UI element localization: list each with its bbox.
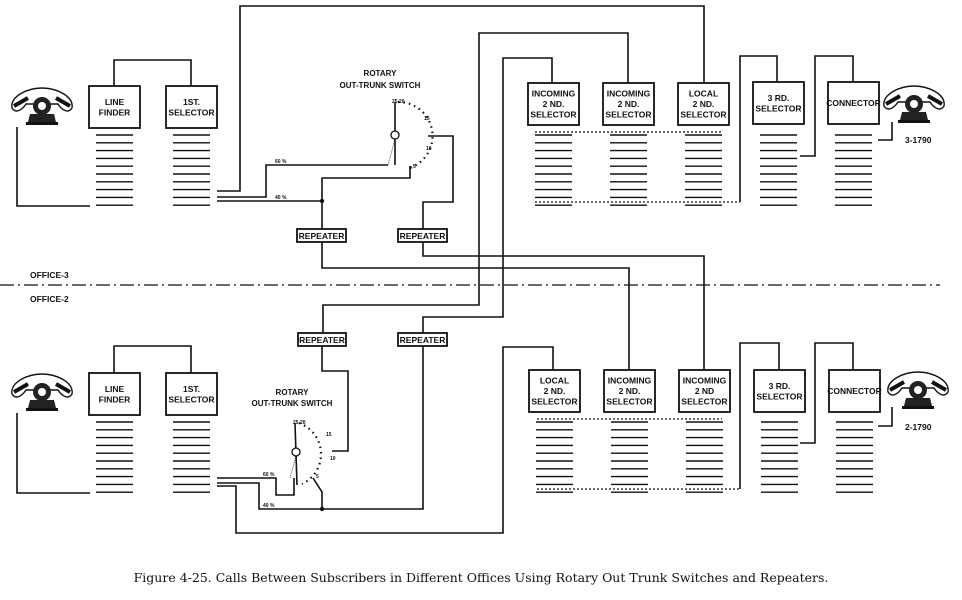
box-label: INCOMING [607, 89, 651, 99]
box-label: SELECTOR [531, 397, 577, 407]
box-label: SELECTOR [681, 397, 727, 407]
telephone-icon [9, 86, 75, 127]
box-label: 2 ND. [619, 386, 641, 396]
svg-text:15: 15 [424, 116, 430, 122]
box-label: 3 RD. [768, 93, 790, 103]
office-2-label: OFFICE-2 [30, 294, 69, 304]
switch-label-line2-lower: OUT-TRUNK SWITCH [252, 399, 333, 408]
box-label: 2 ND [695, 386, 714, 396]
upper-wiring: 25 20 15 10 5 ROTARY OUT-TRUNK SWITCH 60… [16, 5, 893, 370]
box-label: 2 ND. [544, 386, 566, 396]
box-label: INCOMING [683, 376, 727, 386]
svg-text:REPEATER: REPEATER [299, 231, 345, 241]
box-label: SELECTOR [756, 391, 802, 401]
box-label: SELECTOR [530, 110, 576, 120]
svg-text:25 20: 25 20 [293, 420, 306, 426]
box-label: SELECTOR [606, 397, 652, 407]
box-label: SELECTOR [605, 110, 651, 120]
box-label: SELECTOR [168, 394, 214, 404]
box-label: 2 ND. [618, 99, 640, 109]
trunk-60-label: 60 % [275, 159, 287, 165]
svg-text:REPEATER: REPEATER [299, 335, 345, 345]
box-label: INCOMING [608, 376, 652, 386]
figure-caption: Figure 4-25. Calls Between Subscribers i… [134, 570, 829, 585]
svg-text:15: 15 [326, 432, 332, 438]
telephone-icon [885, 370, 951, 411]
box-label: 2 ND. [693, 99, 715, 109]
repeater-upper-1: REPEATER [296, 228, 347, 243]
office-3-label: OFFICE-3 [30, 270, 69, 280]
box-label: FINDER [99, 394, 131, 404]
svg-text:10: 10 [330, 456, 336, 462]
repeater-lower-2: REPEATER [397, 332, 448, 347]
box-label: 1ST. [183, 97, 200, 107]
box-label: 2 ND. [543, 99, 565, 109]
box-label: LINE [105, 384, 125, 394]
switch-box: 3 RD.SELECTOR [752, 81, 805, 125]
box-label: LOCAL [540, 376, 569, 386]
box-label: FINDER [99, 107, 131, 117]
switch-box: 1ST.SELECTOR [165, 372, 218, 416]
box-label: SELECTOR [680, 110, 726, 120]
box-label: SELECTOR [168, 107, 214, 117]
subscriber-number-lower: 2-1790 [905, 422, 932, 432]
trunk-40-label: 40 % [275, 195, 287, 201]
switch-label-line2: OUT-TRUNK SWITCH [340, 81, 421, 90]
switch-box: CONNECTOR [827, 369, 882, 413]
box-label: LINE [105, 97, 125, 107]
trunk-60-label-lower: 60 % [263, 472, 275, 478]
subscriber-number-upper: 3-1790 [905, 135, 932, 145]
svg-text:5: 5 [316, 474, 319, 480]
svg-text:5: 5 [413, 164, 416, 170]
box-label: 1ST. [183, 384, 200, 394]
telephone-icon [881, 84, 947, 125]
switch-box: 3 RD.SELECTOR [753, 369, 806, 413]
lower-wiring: 25 20 15 10 5 ROTARY OUT-TRUNK SWITCH 60… [16, 342, 893, 534]
box-label: INCOMING [532, 89, 576, 99]
telephone-icon [9, 372, 75, 413]
svg-text:REPEATER: REPEATER [400, 335, 446, 345]
trunk-40-label-lower: 40 % [263, 503, 275, 509]
svg-text:10: 10 [426, 146, 432, 152]
repeater-lower-1: REPEATER [297, 332, 347, 347]
switch-label-line1: ROTARY [364, 69, 398, 78]
switch-label-line1-lower: ROTARY [276, 388, 310, 397]
box-label: CONNECTOR [827, 386, 882, 396]
box-label: LOCAL [689, 89, 718, 99]
switch-box: 1ST.SELECTOR [165, 85, 218, 129]
svg-text:REPEATER: REPEATER [400, 231, 446, 241]
box-label: SELECTOR [755, 103, 801, 113]
box-label: CONNECTOR [826, 98, 881, 108]
svg-text:25 20: 25 20 [392, 99, 405, 105]
switch-box: CONNECTOR [826, 81, 881, 125]
box-label: 3 RD. [769, 381, 791, 391]
repeater-upper-2: REPEATER [397, 228, 448, 243]
